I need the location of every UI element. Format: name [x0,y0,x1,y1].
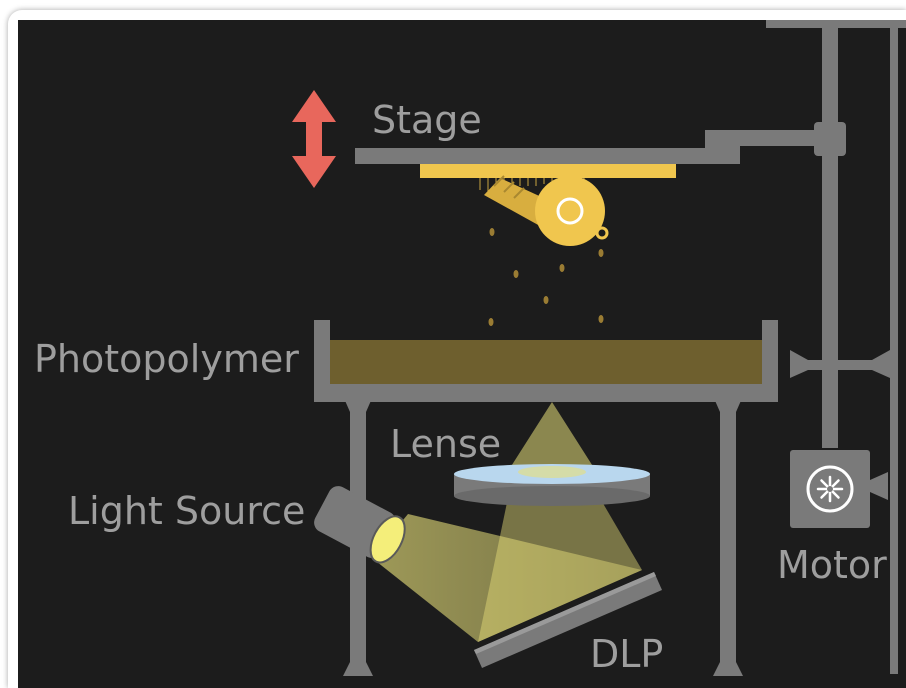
light-beams [372,402,642,642]
lens [454,464,650,506]
stage-label: Stage [372,98,482,142]
dlp-printer-diagram: Stage Photopolymer Lense Light Source Mo… [34,20,906,676]
dlp-chip [474,572,662,668]
lense-label: Lense [390,422,501,466]
whistle-icon [479,175,609,246]
motor-label: Motor [777,543,887,587]
light-source-lamp [314,486,406,564]
fan-icon [806,465,854,513]
light-source-label: Light Source [68,489,305,533]
dlp-label: DLP [590,632,663,676]
up-down-arrow-icon [292,90,336,188]
stage-platform [355,130,832,178]
resin-vat [314,320,778,402]
resin-drops [488,228,604,326]
motor[interactable] [790,450,870,528]
printer-diagram-panel: Stage Photopolymer Lense Light Source Mo… [18,20,906,688]
photopolymer-label: Photopolymer [34,337,299,381]
